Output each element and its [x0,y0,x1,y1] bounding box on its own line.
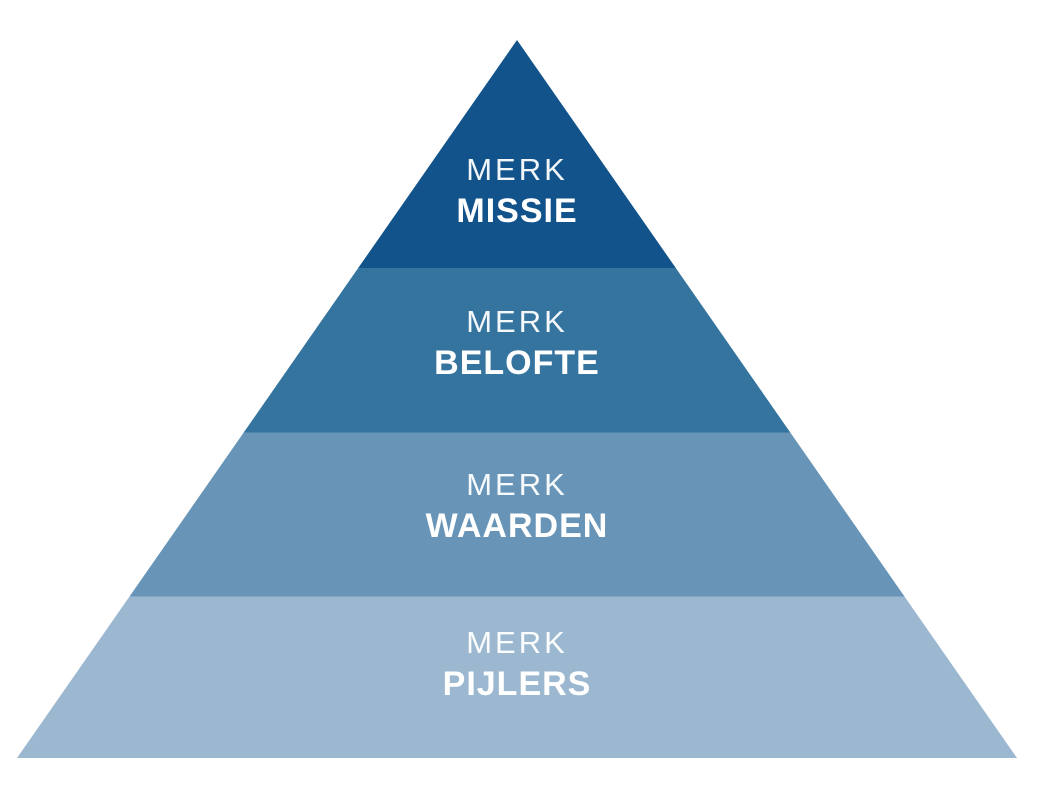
tier-merk-belofte-shape [243,268,791,433]
tier-merk-missie-shape [358,40,676,268]
tier-merk-waarden-shape [129,432,905,597]
tier-merk-pijlers-shape [17,596,1017,758]
